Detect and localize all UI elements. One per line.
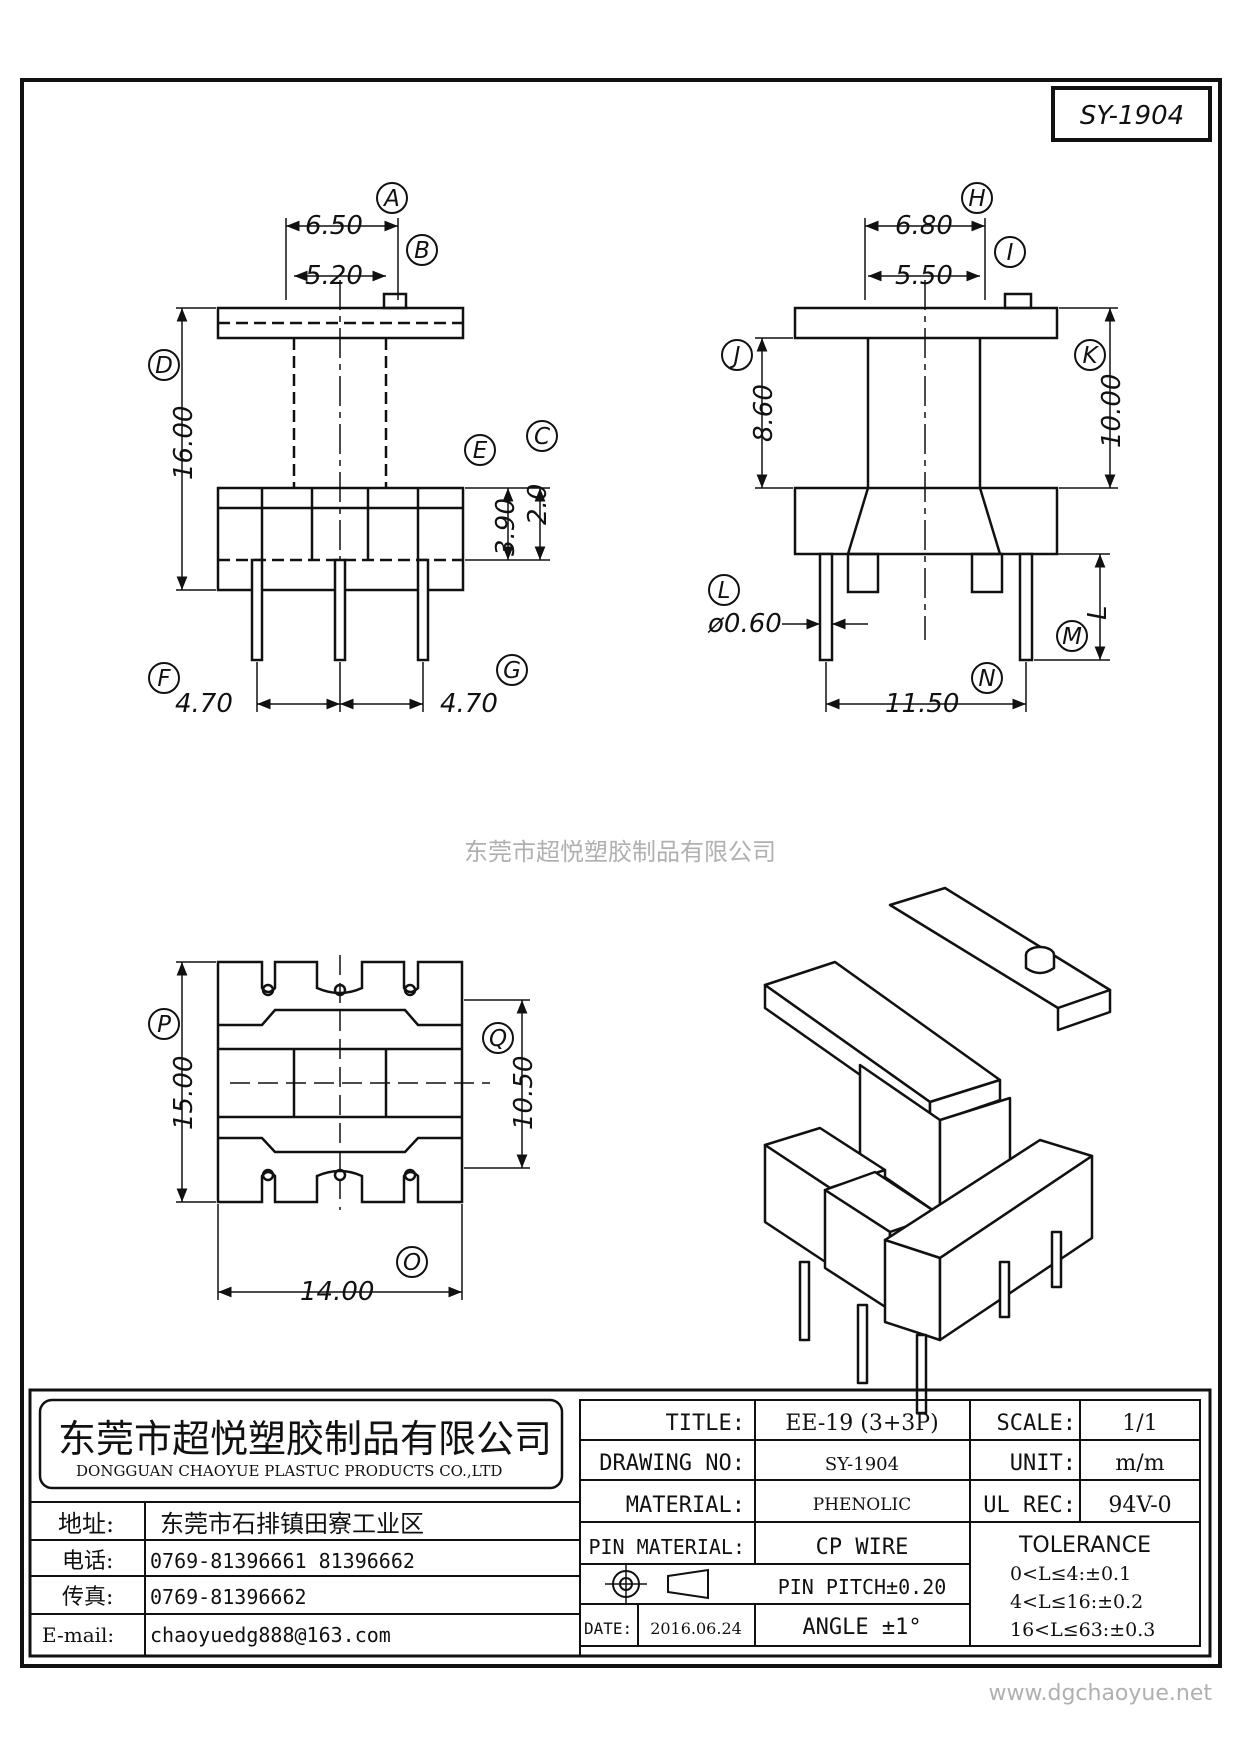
dim-f: 4.70 bbox=[175, 689, 233, 719]
tolerance-row-2: 4<L≤16:±0.2 bbox=[1010, 1591, 1143, 1613]
title-label: TITLE: bbox=[666, 1411, 745, 1436]
side-view-dimensions: 6.80 5.50 8.60 10.00 ø0.60 11.50 L bbox=[707, 211, 1127, 719]
site-watermark: www.dgchaoyue.net bbox=[989, 1681, 1213, 1706]
callout-p: P bbox=[157, 1012, 171, 1038]
date-label: DATE: bbox=[584, 1619, 632, 1638]
dim-q: 10.50 bbox=[509, 1056, 539, 1130]
pin-pitch: PIN PITCH±0.20 bbox=[778, 1575, 947, 1599]
callout-n: N bbox=[978, 666, 995, 692]
scale-label: SCALE: bbox=[997, 1411, 1076, 1436]
angle-tolerance: ANGLE ±1° bbox=[802, 1615, 921, 1640]
company-name-cn: 东莞市超悦塑胶制品有限公司 bbox=[58, 1417, 552, 1461]
unit-value: m/m bbox=[1115, 1451, 1164, 1476]
bottom-view-labels: P Q O bbox=[157, 1012, 507, 1276]
dim-a: 6.50 bbox=[305, 211, 363, 241]
fax-value: 0769-81396662 bbox=[150, 1585, 307, 1609]
front-view-callouts bbox=[148, 182, 558, 694]
side-view-labels: H I J K L M N bbox=[718, 186, 1100, 692]
dim-o: 14.00 bbox=[300, 1277, 374, 1307]
bottom-view-dimensions: 15.00 10.50 14.00 bbox=[169, 1056, 539, 1307]
isometric-view bbox=[763, 886, 1112, 1415]
side-view bbox=[755, 218, 1118, 712]
callout-l: L bbox=[718, 578, 731, 604]
bottom-view-callouts bbox=[148, 1008, 514, 1278]
drawing-code-box: SY-1904 bbox=[1051, 86, 1212, 142]
fax-label: 传真: bbox=[62, 1585, 113, 1610]
ul-value: 94V-0 bbox=[1108, 1493, 1171, 1518]
title-block bbox=[28, 1388, 1212, 1658]
callout-h: H bbox=[968, 186, 985, 212]
date-value: 2016.06.24 bbox=[650, 1619, 742, 1638]
dim-l: L bbox=[1083, 606, 1113, 621]
title-block-text: 东莞市超悦塑胶制品有限公司 DONGGUAN CHAOYUE PLASTUC P… bbox=[42, 1411, 1172, 1647]
front-view-dimensions: 6.50 5.20 16.00 3.90 2.0 4.70 4.70 bbox=[169, 211, 553, 719]
dim-d: 16.00 bbox=[169, 406, 199, 480]
callout-e: E bbox=[473, 438, 488, 464]
tolerance-row-3: 16<L≤63:±0.3 bbox=[1010, 1619, 1155, 1641]
drawing-no-label: DRAWING NO: bbox=[599, 1451, 745, 1476]
pin-material-value: CP WIRE bbox=[816, 1535, 909, 1560]
callout-i: I bbox=[1007, 240, 1014, 266]
material-label: MATERIAL: bbox=[626, 1493, 745, 1518]
address-value: 东莞市石排镇田寮工业区 bbox=[160, 1510, 424, 1538]
material-value: PHENOLIC bbox=[813, 1495, 912, 1515]
phone-value: 0769-81396661 81396662 bbox=[150, 1549, 415, 1573]
tolerance-label: TOLERANCE bbox=[1018, 1533, 1151, 1558]
unit-label: UNIT: bbox=[1010, 1451, 1076, 1476]
callout-d: D bbox=[155, 353, 173, 379]
drawing-no-value: SY-1904 bbox=[825, 1454, 899, 1475]
dim-h: 6.80 bbox=[895, 211, 953, 241]
dim-b: 5.20 bbox=[305, 261, 363, 291]
dim-e: 3.90 bbox=[491, 498, 521, 556]
callout-f: F bbox=[157, 666, 171, 692]
dim-k: 10.00 bbox=[1097, 374, 1127, 448]
callout-j: J bbox=[730, 343, 741, 369]
tolerance-row-1: 0<L≤4:±0.1 bbox=[1010, 1563, 1131, 1585]
email-value: chaoyuedg888@163.com bbox=[150, 1623, 391, 1647]
callout-c: C bbox=[534, 424, 550, 450]
address-label: 地址: bbox=[58, 1510, 114, 1538]
pin-material-label: PIN MATERIAL: bbox=[588, 1535, 745, 1559]
front-view bbox=[176, 218, 550, 712]
dim-g: 4.70 bbox=[440, 689, 498, 719]
company-name-en: DONGGUAN CHAOYUE PLASTUC PRODUCTS CO.,LT… bbox=[76, 1462, 502, 1480]
side-view-callouts bbox=[708, 182, 1106, 694]
scale-value: 1/1 bbox=[1122, 1411, 1157, 1436]
callout-q: Q bbox=[489, 1026, 507, 1052]
bottom-view bbox=[176, 955, 530, 1300]
callout-g: G bbox=[503, 658, 521, 684]
dim-j: 8.60 bbox=[749, 384, 779, 442]
ul-label: UL REC: bbox=[983, 1493, 1076, 1518]
dim-pin-diameter: ø0.60 bbox=[707, 609, 782, 639]
front-view-labels: A B C D E F G bbox=[155, 186, 550, 692]
callout-k: K bbox=[1082, 343, 1099, 369]
dim-i: 5.50 bbox=[895, 261, 953, 291]
callout-b: B bbox=[414, 238, 430, 264]
drawing-code: SY-1904 bbox=[1080, 101, 1184, 131]
dim-c: 2.0 bbox=[523, 484, 553, 525]
dim-p: 15.00 bbox=[169, 1056, 199, 1130]
callout-o: O bbox=[403, 1250, 421, 1276]
sheet-border bbox=[20, 78, 1222, 1668]
callout-a: A bbox=[382, 186, 400, 212]
title-value: EE-19 (3+3P) bbox=[785, 1411, 938, 1436]
email-label: E-mail: bbox=[42, 1623, 114, 1647]
callout-m: M bbox=[1062, 624, 1082, 650]
phone-label: 电话: bbox=[62, 1549, 113, 1574]
dim-n: 11.50 bbox=[885, 689, 959, 719]
center-watermark: 东莞市超悦塑胶制品有限公司 bbox=[464, 838, 776, 866]
